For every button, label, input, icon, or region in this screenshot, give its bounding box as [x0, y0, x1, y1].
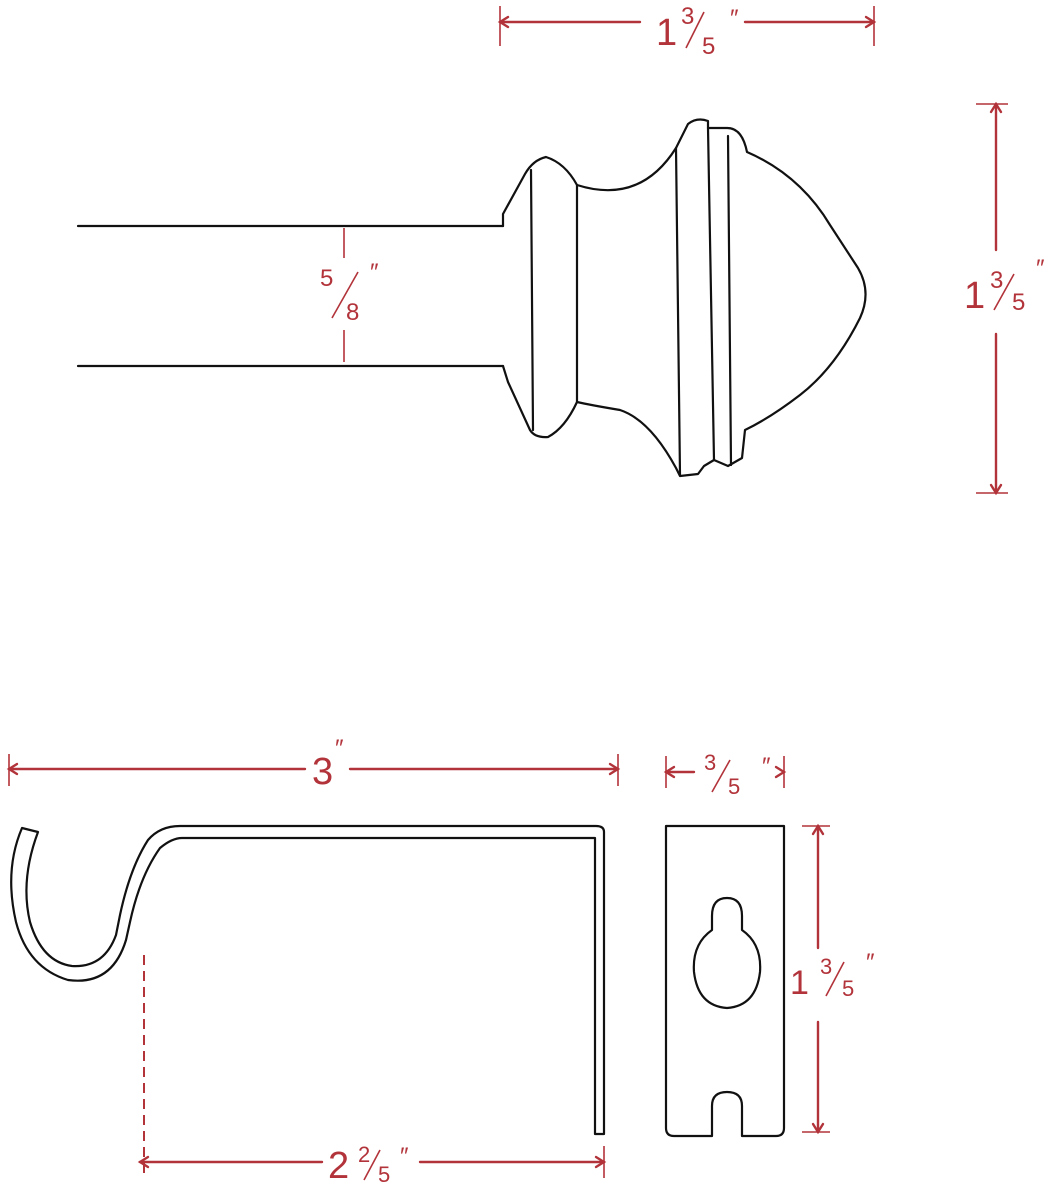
plate-width-dimension: 3 5 ″: [663, 750, 787, 799]
bracket-projection-unit: ″: [400, 1143, 409, 1170]
mounting-plate: [664, 824, 786, 1138]
finial-height-denominator: 5: [1012, 289, 1025, 316]
plate-height-whole: 1: [790, 964, 809, 1002]
plate-width-unit: ″: [762, 753, 771, 780]
curtain-rod: [76, 224, 505, 368]
bracket-projection-dimension: 2 2 5 ″: [137, 955, 607, 1187]
plate-height-numerator: 3: [820, 954, 832, 979]
finial-height-whole: 1: [964, 275, 985, 317]
finial-height-unit: ″: [1036, 255, 1045, 282]
finial-length-unit: ″: [730, 5, 739, 32]
finial-height-dimension: 1 3 5 ″: [964, 101, 1045, 496]
bracket-projection-denominator: 5: [378, 1162, 390, 1187]
bracket-length-dimension: 3 ″: [6, 735, 621, 793]
finial: [501, 118, 867, 478]
finial-length-dimension: 1 3 5 ″: [497, 3, 877, 60]
plate-height-denominator: 5: [842, 976, 854, 1001]
bracket-projection-numerator: 2: [358, 1142, 370, 1167]
finial-height-numerator: 3: [990, 267, 1003, 294]
bracket-hook: [10, 824, 606, 1136]
plate-width-denominator: 5: [728, 774, 740, 799]
bracket-projection-whole: 2: [328, 1145, 349, 1187]
plate-height-unit: ″: [866, 949, 875, 976]
finial-length-denominator: 5: [702, 33, 715, 60]
rod-diameter-unit: ″: [370, 259, 379, 286]
rod-diameter-numerator: 5: [320, 265, 333, 292]
bracket-length-unit: ″: [335, 735, 344, 762]
finial-length-numerator: 3: [681, 3, 694, 30]
plate-height-dimension: 1 3 5 ″: [790, 823, 875, 1135]
keyhole-slot: [692, 896, 762, 1010]
rod-diameter-dimension: 5 8 ″: [320, 228, 379, 362]
finial-length-whole: 1: [656, 12, 677, 54]
plate-width-numerator: 3: [704, 750, 716, 775]
rod-diameter-denominator: 8: [346, 299, 359, 326]
bracket-length-whole: 3: [312, 751, 333, 793]
